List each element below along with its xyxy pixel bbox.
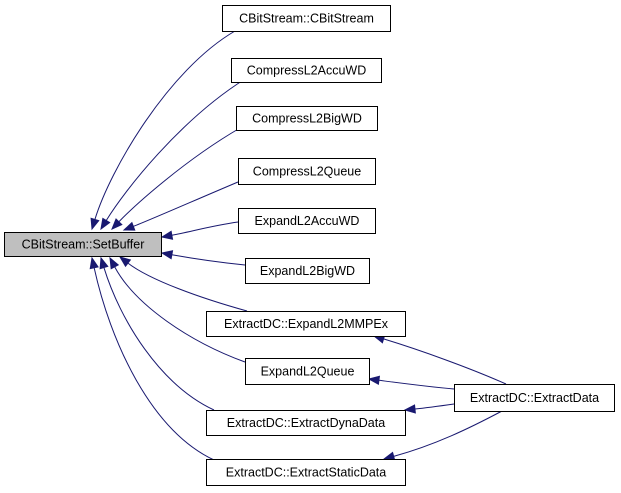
node-cbitstream[interactable]: CBitStream::CBitStream xyxy=(222,5,391,32)
node-setbuffer[interactable]: CBitStream::SetBuffer xyxy=(4,232,162,257)
arrowhead xyxy=(118,256,132,268)
edge-line xyxy=(127,262,248,312)
edge-line xyxy=(414,403,455,410)
edge-line xyxy=(171,254,246,266)
node-label: ExtractDC::ExtractData xyxy=(470,391,599,405)
node-compbig[interactable]: CompressL2BigWD xyxy=(236,106,378,131)
arrowhead xyxy=(160,230,174,240)
node-label: ExpandL2AccuWD xyxy=(255,214,360,228)
edge-expaccu-to-setbuffer xyxy=(160,221,239,240)
node-box[interactable] xyxy=(238,158,376,185)
edge-extdata-to-extdyna xyxy=(403,403,455,414)
node-label: CBitStream::CBitStream xyxy=(239,12,374,26)
node-label: ExtractDC::ExpandL2MMPEx xyxy=(224,317,389,331)
edge-compqueue-to-setbuffer xyxy=(122,181,239,231)
node-box[interactable] xyxy=(4,232,162,257)
node-label: CompressL2BigWD xyxy=(252,112,362,126)
edge-extdyna-to-setbuffer xyxy=(99,256,215,411)
edge-extdata-to-expqueue xyxy=(367,375,455,390)
edge-cbitstream-to-setbuffer xyxy=(90,30,236,231)
arrowhead xyxy=(109,256,120,270)
node-expmmp[interactable]: ExtractDC::ExpandL2MMPEx xyxy=(206,311,406,337)
edge-line xyxy=(105,78,246,221)
node-box[interactable] xyxy=(206,410,406,436)
edge-expqueue-to-setbuffer xyxy=(109,256,246,363)
edge-line xyxy=(393,410,503,457)
node-compaccu[interactable]: CompressL2AccuWD xyxy=(231,58,382,83)
node-box[interactable] xyxy=(206,459,406,486)
arrowhead xyxy=(403,404,416,414)
arrowhead xyxy=(160,250,174,260)
node-box[interactable] xyxy=(231,58,382,83)
node-expaccu[interactable]: ExpandL2AccuWD xyxy=(238,208,376,234)
node-label: ExpandL2BigWD xyxy=(260,264,355,278)
node-box[interactable] xyxy=(222,5,391,32)
node-box[interactable] xyxy=(245,258,370,284)
edge-line xyxy=(103,267,215,411)
arrowhead xyxy=(89,256,99,270)
edge-compaccu-to-setbuffer xyxy=(100,78,246,231)
node-label: ExtractDC::ExtractDynaData xyxy=(227,416,385,430)
node-expqueue[interactable]: ExpandL2Queue xyxy=(245,358,370,385)
edge-expbig-to-setbuffer xyxy=(160,250,246,266)
edge-expmmp-to-setbuffer xyxy=(118,256,248,312)
node-label: CompressL2Queue xyxy=(253,165,361,179)
arrowhead xyxy=(90,217,100,231)
node-label: ExtractDC::ExtractStaticData xyxy=(226,466,387,480)
nodes-layer: CBitStream::SetBuffer CBitStream::CBitStr… xyxy=(4,5,615,486)
node-box[interactable] xyxy=(238,208,376,234)
node-box[interactable] xyxy=(245,358,370,385)
arrowhead xyxy=(111,218,123,230)
node-box[interactable] xyxy=(236,106,378,131)
arrowhead xyxy=(122,221,136,231)
node-label: ExpandL2Queue xyxy=(261,365,355,379)
edges-layer xyxy=(89,30,507,461)
node-extstatic[interactable]: ExtractDC::ExtractStaticData xyxy=(206,459,406,486)
node-extdyna[interactable]: ExtractDC::ExtractDynaData xyxy=(206,410,406,436)
edge-line xyxy=(94,30,236,220)
arrowhead xyxy=(367,375,381,386)
node-expbig[interactable]: ExpandL2BigWD xyxy=(245,258,370,284)
edge-compbig-to-setbuffer xyxy=(111,127,241,230)
node-compqueue[interactable]: CompressL2Queue xyxy=(238,158,376,185)
arrowhead xyxy=(100,217,111,231)
edge-line xyxy=(171,221,239,236)
edge-line xyxy=(133,181,239,227)
edge-line xyxy=(383,338,507,385)
node-extdata[interactable]: ExtractDC::ExtractData xyxy=(454,384,615,412)
edge-extstatic-to-setbuffer xyxy=(89,256,215,461)
node-box[interactable] xyxy=(206,311,406,337)
edge-line xyxy=(93,267,215,461)
edge-line xyxy=(378,379,455,390)
edge-extdata-to-expmmp xyxy=(372,334,507,385)
node-box[interactable] xyxy=(454,384,615,412)
node-label: CompressL2AccuWD xyxy=(247,64,366,78)
edge-line xyxy=(114,266,246,363)
arrowhead xyxy=(99,256,109,270)
edge-line xyxy=(118,127,241,223)
node-label: CBitStream::SetBuffer xyxy=(22,238,145,252)
